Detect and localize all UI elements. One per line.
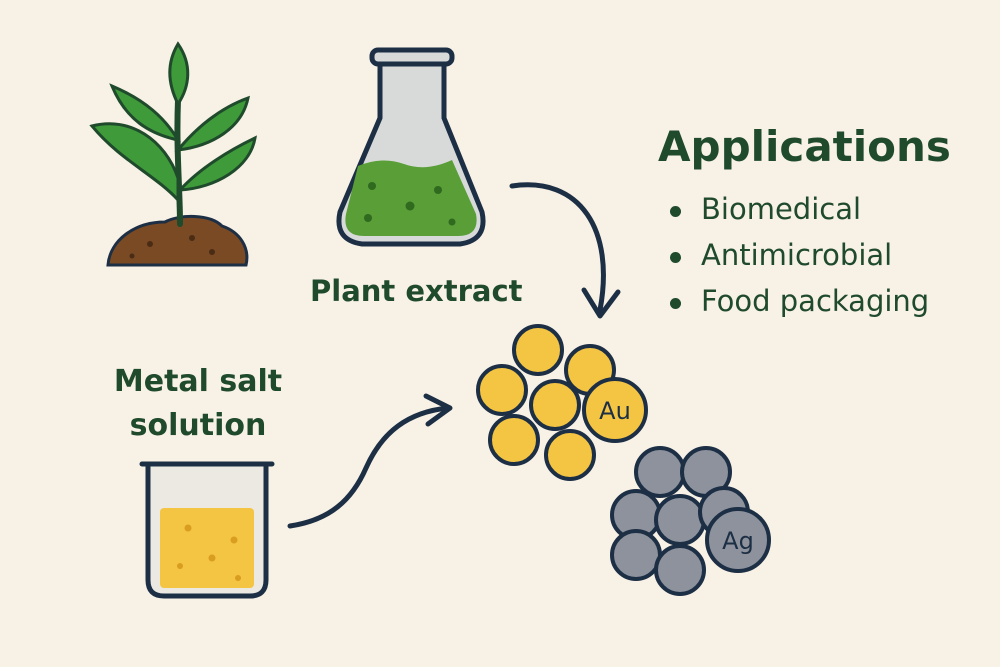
silver-nanoparticle-cluster [610, 446, 771, 596]
plant-sprout-icon [89, 41, 257, 267]
gold-nanoparticle-cluster [476, 324, 648, 481]
beaker-icon [139, 461, 275, 599]
metal-salt-solution-label: Metal salt solution [98, 360, 298, 448]
metal-salt-label-line2: solution [129, 408, 267, 443]
application-food-packaging: Food packaging [701, 284, 930, 318]
plant-extract-label: Plant extract [310, 274, 523, 308]
bullet-icon [670, 298, 681, 309]
erlenmeyer-flask-icon [336, 47, 486, 247]
applications-list: Biomedical Antimicrobial Food packaging [668, 192, 929, 330]
silver-label: Ag [722, 527, 754, 555]
metal-salt-label-line1: Metal salt [113, 364, 283, 399]
application-biomedical: Biomedical [701, 192, 862, 226]
list-item: Biomedical [668, 192, 929, 238]
applications-title: Applications [658, 122, 951, 171]
bullet-icon [670, 252, 681, 263]
curved-arrow-icon [287, 393, 453, 529]
bullet-icon [670, 206, 681, 217]
list-item: Food packaging [668, 284, 929, 330]
list-item: Antimicrobial [668, 238, 929, 284]
application-antimicrobial: Antimicrobial [701, 238, 893, 272]
curved-arrow-icon [509, 182, 621, 319]
gold-label: Au [599, 397, 631, 425]
